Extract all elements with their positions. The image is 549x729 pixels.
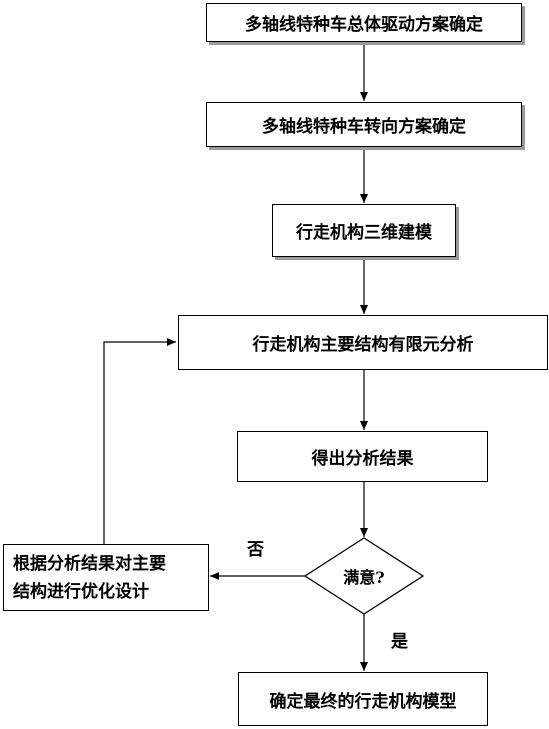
label-yes: 是 xyxy=(391,632,408,652)
step-analysis-results: 得出分析结果 xyxy=(237,431,488,482)
optimize-line-2: 结构进行优化设计 xyxy=(13,581,149,602)
step-steering-scheme: 多轴线特种车转向方案确定 xyxy=(206,102,522,147)
step-final-model: 确定最终的行走机构模型 xyxy=(238,672,488,726)
step-optimize-design: 根据分析结果对主要 结构进行优化设计 xyxy=(3,544,209,611)
step-overall-drive-scheme: 多轴线特种车总体驱动方案确定 xyxy=(206,3,522,42)
step-fea-analysis: 行走机构主要结构有限元分析 xyxy=(178,315,548,370)
decision-satisfied-text: 满意? xyxy=(343,568,385,587)
label-no: 否 xyxy=(247,540,264,560)
optimize-line-1: 根据分析结果对主要 xyxy=(13,553,166,574)
step-3d-modeling: 行走机构三维建模 xyxy=(272,204,456,257)
arrow-optimize-to-step4 xyxy=(103,338,176,544)
